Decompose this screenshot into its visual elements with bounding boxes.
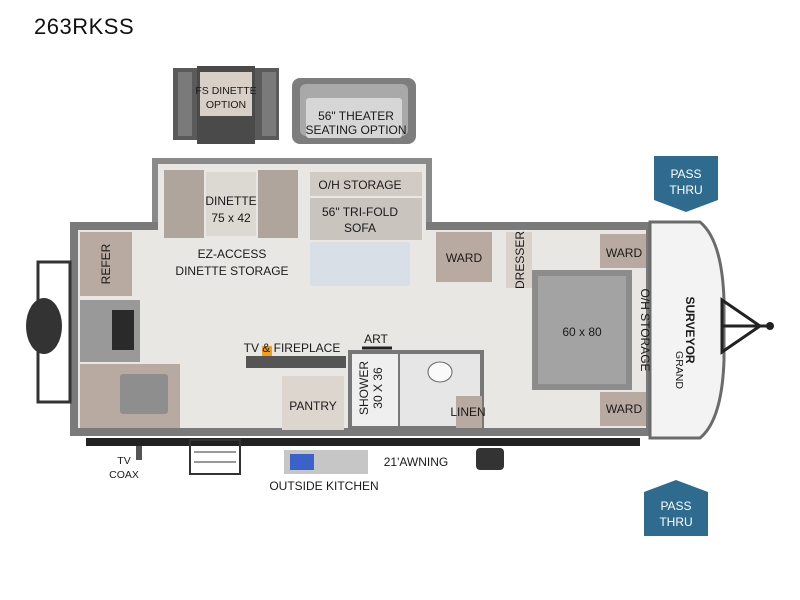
tire	[476, 448, 504, 470]
pass-thru-badge-top: PASS THRU	[654, 156, 718, 212]
pass-thru-bottom-line1: PASS	[660, 499, 691, 513]
hitch	[720, 297, 774, 355]
toilet	[427, 361, 453, 383]
dresser-label: DRESSER	[513, 231, 527, 289]
wardrobe-top	[600, 234, 646, 268]
spare-tire	[26, 298, 62, 354]
awning-bar	[86, 438, 640, 446]
oh-storage-right-label: O/H STORAGE	[638, 288, 652, 371]
brand-label-2: SURVEYOR	[683, 296, 697, 363]
fs-dinette-label-1: FS DINETTE	[195, 85, 256, 97]
sink	[120, 374, 168, 414]
dinette-label-1: DINETTE	[205, 194, 256, 208]
pantry	[282, 376, 344, 430]
linen-label: LINEN	[450, 405, 485, 419]
dinette-label-2: 75 x 42	[211, 211, 251, 225]
sofa-label-2: SOFA	[344, 221, 376, 235]
pass-thru-badge-bottom: PASS THRU	[644, 480, 708, 536]
dresser	[506, 232, 532, 288]
shower	[352, 354, 398, 426]
linen-cabinet	[456, 396, 482, 428]
pass-thru-bottom-line2: THRU	[659, 515, 692, 529]
sofa-bed-extension	[310, 242, 410, 286]
theater-seating-option: 56" THEATER SEATING OPTION	[292, 78, 416, 144]
ward-bottom-label: WARD	[606, 402, 643, 416]
bed-label: 60 x 80	[562, 325, 602, 339]
coax-label: COAX	[109, 469, 139, 481]
refer-label: REFER	[99, 243, 113, 284]
tv-fireplace-label: TV & FIREPLACE	[244, 341, 341, 355]
ez-access-label-1: EZ-ACCESS	[198, 247, 267, 261]
entry-steps	[189, 439, 241, 475]
outside-kitchen-label: OUTSIDE KITCHEN	[269, 479, 378, 493]
fs-dinette-option: FS DINETTE OPTION	[173, 66, 279, 144]
pass-thru-top-line2: THRU	[669, 183, 702, 197]
wardrobe-mid	[436, 232, 492, 282]
brand-label-1: GRAND	[673, 351, 685, 389]
ward-top-label: WARD	[606, 246, 643, 260]
refrigerator	[80, 232, 132, 296]
ez-access-label-2: DINETTE STORAGE	[175, 264, 288, 278]
tri-fold-sofa	[310, 198, 422, 240]
theater-label-1: 56" THEATER	[318, 109, 394, 123]
front-cap	[648, 220, 726, 440]
dinette-bench-right	[258, 170, 298, 238]
dinette-table	[206, 172, 256, 236]
model-title: 263RKSS	[34, 14, 135, 39]
tv-coax-port	[136, 446, 142, 460]
pass-thru-top-line1: PASS	[670, 167, 701, 181]
fs-dinette-label-2: OPTION	[206, 99, 246, 111]
wardrobe-bottom	[600, 392, 646, 426]
shower-label-1: SHOWER	[357, 361, 371, 415]
pantry-label: PANTRY	[289, 399, 337, 413]
theater-label-2: SEATING OPTION	[305, 123, 406, 137]
sofa-label-1: 56" TRI-FOLD	[322, 205, 398, 219]
awning-label: 21'AWNING	[384, 455, 449, 469]
oh-storage-top	[310, 172, 422, 196]
oh-storage-top-label: O/H STORAGE	[318, 178, 401, 192]
shower-label-2: 30 X 36	[371, 367, 385, 409]
tv-label: TV	[117, 455, 130, 467]
art-label: ART	[364, 332, 388, 346]
dinette-bench-left	[164, 170, 204, 238]
tv-fireplace-unit	[246, 356, 346, 368]
ward-mid-label: WARD	[446, 251, 483, 265]
